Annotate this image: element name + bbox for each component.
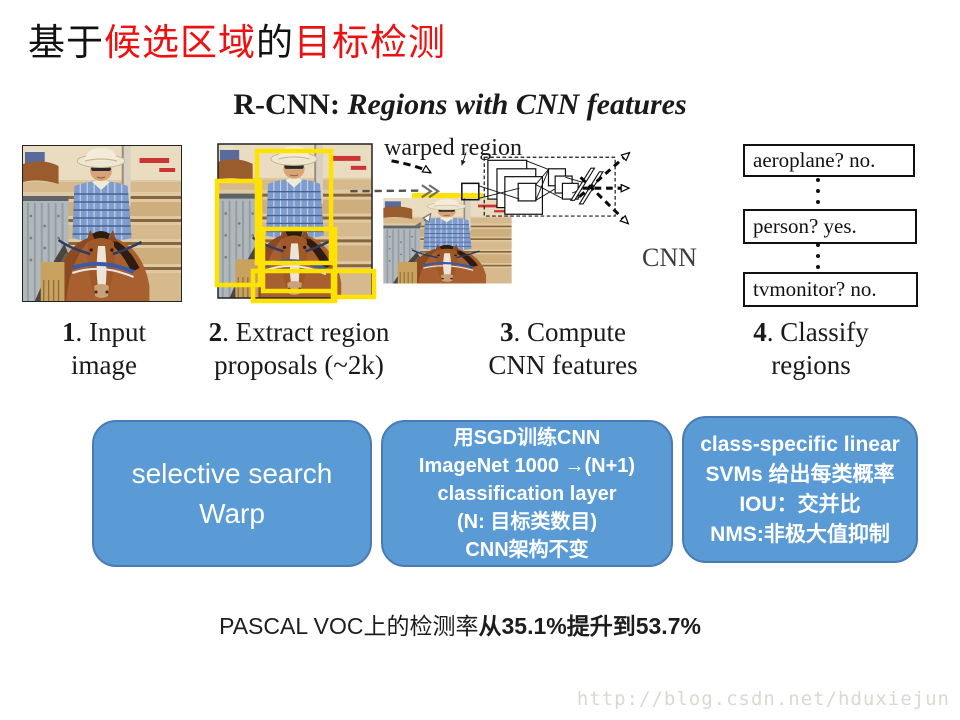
- step-3-label: 3. Compute CNN features: [477, 316, 649, 382]
- figure-heading: R-CNN: Regions with CNN features: [0, 88, 920, 122]
- ellipsis-dots: [816, 243, 820, 269]
- note-line: 用SGD训练CNN: [453, 426, 601, 449]
- figure-heading-italic: Regions with CNN features: [339, 88, 687, 121]
- title-seg-2: 候选区域: [104, 23, 256, 64]
- note-line: IOU：交并比: [739, 493, 861, 516]
- note-box-svm: class-specific linear SVMs 给出每类概率 IOU：交并…: [682, 416, 918, 563]
- note-line: classification layer: [437, 482, 617, 505]
- note-line: ImageNet 1000 →(N+1): [418, 454, 636, 477]
- note-line: class-specific linear: [700, 433, 900, 456]
- result-summary: PASCAL VOC上的检测率从35.1%提升到53.7%: [0, 607, 920, 641]
- arrow-proposal-bottom: [415, 214, 431, 228]
- step-2-label: 2. Extract region proposals (~2k): [190, 316, 408, 382]
- ellipsis-dots: [816, 178, 820, 204]
- arrow-proposal-mid-line: [350, 189, 419, 193]
- region-proposals-image: [214, 141, 377, 304]
- arrow-proposal-mid-chevrons: [421, 184, 441, 199]
- warped-region-label: warped region: [384, 135, 522, 161]
- step-3-number: 3: [500, 317, 514, 347]
- input-image: [22, 145, 182, 302]
- summary-normal: PASCAL VOC上的检测率: [219, 613, 479, 639]
- step-3-text: . Compute CNN features: [488, 317, 638, 380]
- warped-subregion-box: [461, 182, 480, 201]
- class-box-tvmonitor: tvmonitor? no.: [743, 272, 918, 307]
- arrow-proposal-top: [391, 159, 431, 174]
- note-line: (N: 目标类数目): [457, 510, 597, 533]
- step-4-text: . Classify regions: [766, 317, 869, 380]
- proposal-boxes: [214, 148, 377, 304]
- note-line: Warp: [199, 497, 265, 529]
- note-line: SVMs 给出每类概率: [705, 463, 895, 486]
- step-4-label: 4. Classify regions: [733, 316, 889, 382]
- summary-bold: 从35.1%提升到53.7%: [478, 613, 701, 639]
- step-1-text: . Input image: [71, 317, 146, 380]
- page-title: 基于候选区域的目标检测: [28, 12, 446, 66]
- step-2-number: 2: [208, 317, 223, 347]
- warped-label-pointer: [461, 152, 467, 166]
- class-box-person: person? yes.: [743, 209, 917, 244]
- note-box-selective-search: selective search Warp: [92, 420, 372, 567]
- title-seg-1: 基于: [28, 23, 104, 64]
- classify-arrows: [578, 153, 629, 223]
- step-1-label: 1. Input image: [40, 316, 168, 382]
- warped-region-image: [412, 193, 483, 272]
- note-box-cnn-training: 用SGD训练CNN ImageNet 1000 →(N+1) classific…: [381, 420, 673, 567]
- class-box-aeroplane: aeroplane? no.: [743, 144, 915, 177]
- diagram-connectors: [350, 130, 960, 228]
- figure-heading-bold: R-CNN:: [233, 88, 340, 121]
- step-2-text: . Extract region proposals (~2k): [214, 317, 390, 380]
- note-line: selective search: [131, 457, 333, 489]
- step-4-number: 4: [753, 317, 767, 347]
- note-line: CNN架构不变: [465, 538, 589, 561]
- note-line: NMS:非极大值抑制: [710, 523, 890, 546]
- step-1-number: 1: [62, 317, 76, 347]
- title-seg-4: 目标检测: [294, 23, 446, 64]
- watermark-url: http://blog.csdn.net/hduxiejun: [576, 688, 950, 710]
- cnn-label: CNN: [642, 243, 697, 272]
- title-seg-3: 的: [256, 23, 294, 64]
